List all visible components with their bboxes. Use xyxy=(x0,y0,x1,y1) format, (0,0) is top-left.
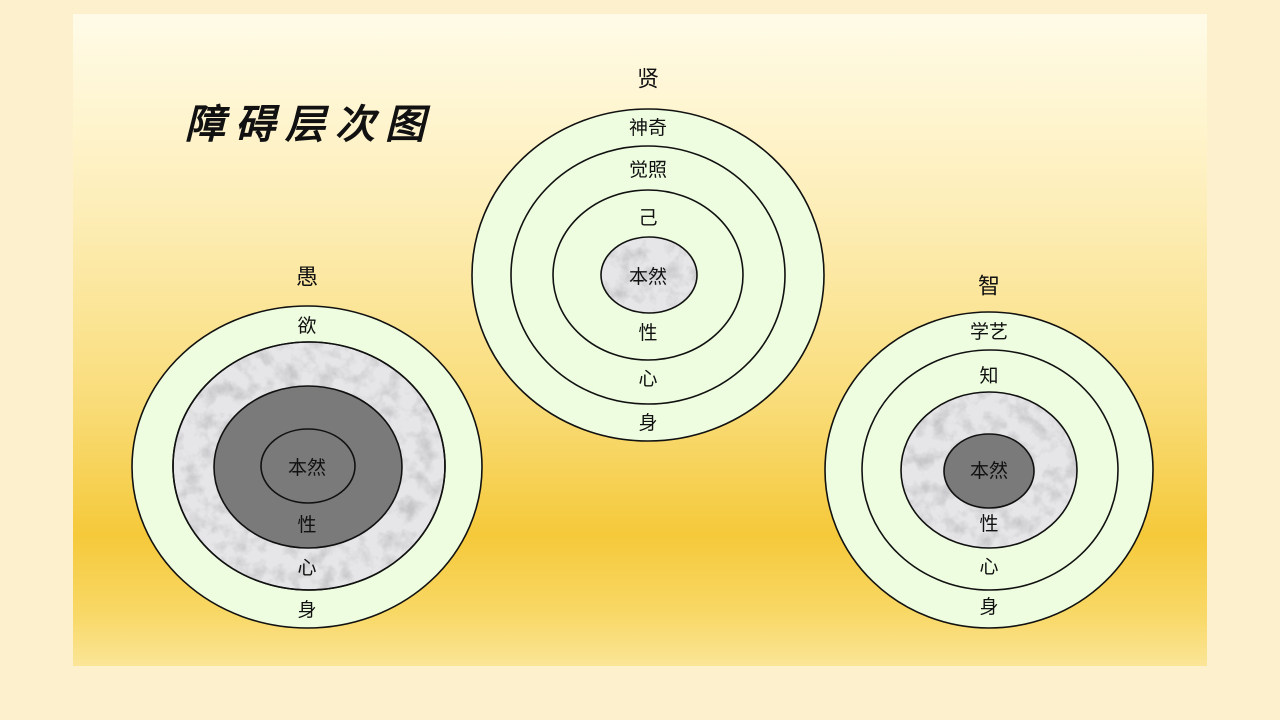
heading-fool: 愚 xyxy=(296,266,318,291)
label: 欲 xyxy=(297,315,316,337)
diagram-fool: 愚 欲 心 性 本然 身 xyxy=(131,266,483,629)
label: 本然 xyxy=(288,457,326,479)
label: 性 xyxy=(297,514,316,536)
heading-wise: 智 xyxy=(978,275,1000,300)
label: 性 xyxy=(979,513,998,535)
label: 身 xyxy=(638,412,657,434)
label: 身 xyxy=(979,596,998,618)
label: 心 xyxy=(979,556,998,578)
label: 身 xyxy=(297,599,316,621)
label: 心 xyxy=(638,368,657,390)
label: 神奇 xyxy=(629,117,667,139)
ring-core xyxy=(943,433,1035,509)
label: 本然 xyxy=(970,460,1008,482)
label: 觉照 xyxy=(629,159,667,181)
label: 性 xyxy=(638,322,657,344)
label: 学艺 xyxy=(970,321,1008,343)
label: 心 xyxy=(297,557,316,579)
label: 本然 xyxy=(629,266,667,288)
diagram-wise: 智 学艺 知 本然 性 心 身 xyxy=(824,275,1154,629)
heading-sage: 贤 xyxy=(637,68,659,93)
ring-core xyxy=(260,428,356,504)
label: 己 xyxy=(638,207,657,229)
page-title: 障碍层次图 xyxy=(185,101,435,148)
label: 知 xyxy=(979,365,998,387)
diagram-sage: 贤 神奇 觉照 己 本然 性 心 身 xyxy=(471,68,825,442)
